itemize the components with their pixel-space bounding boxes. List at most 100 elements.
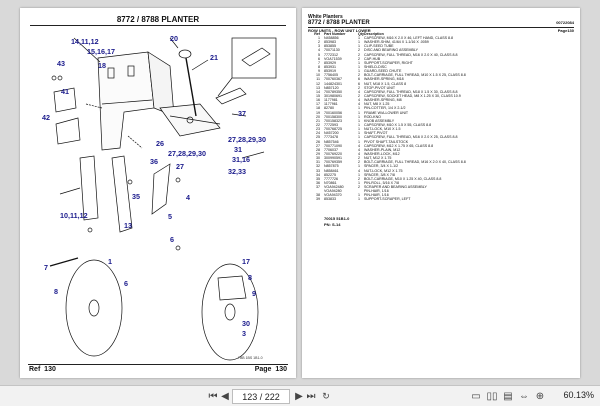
callout-label: 31: [234, 145, 242, 154]
zoom-icon[interactable]: ⊕: [535, 390, 545, 402]
parts-number: N857546: [324, 139, 339, 144]
parts-description: WASHER-LOCK, M12: [364, 151, 400, 156]
parts-table-header: Ref Part Number Qty Description: [308, 32, 574, 36]
lower-unit-frame: [97, 51, 155, 151]
parts-qty: 2: [358, 176, 360, 181]
parts-ref: 28: [316, 147, 320, 152]
parts-number: 700768725: [324, 127, 342, 132]
callout-label: 21: [210, 53, 218, 62]
parts-number: 853983: [324, 40, 336, 45]
model-title: 8772 / 8788 PLANTER: [308, 20, 370, 26]
parts-description: CAPSCREW, M16 X 2.0 X 46, LEFT HAND, CLA…: [364, 36, 454, 40]
parts-qty: 1: [358, 180, 360, 185]
parts-ref: 7: [318, 60, 320, 65]
parts-ref: 2: [318, 40, 320, 45]
pivot-shaft: [215, 87, 247, 105]
parts-ref: 35: [316, 176, 320, 181]
parts-description: CAPSCREW, SOCKET HEAD, M8 X 1.25 X 30, C…: [364, 93, 461, 98]
parts-description: BOLT-CARRIAGE, FULL THREAD, M10 X 1.5 X …: [364, 73, 466, 78]
viewer-toolbar: ⏮ ◀ 123 / 222 ▶ ⏭ ↻ ▭ ▯▯ ▤ ⇔ ⊕ 60.13%: [0, 385, 600, 406]
parts-number: 700789350: [324, 89, 342, 94]
callout-label: 1: [108, 257, 112, 266]
two-page-icon[interactable]: ▯▯: [486, 390, 498, 402]
parts-qty: 1: [358, 172, 360, 177]
parts-number: 7777726: [324, 176, 338, 181]
parts-description: NUT, M18 X 1.5, CLASS 8: [364, 81, 407, 86]
callout-label: 18: [98, 61, 106, 70]
rod-kno: [185, 57, 197, 117]
parts-ref: 36: [316, 180, 320, 185]
parts-ref: 14: [316, 89, 320, 94]
rotate-icon[interactable]: ↻: [322, 390, 330, 401]
parts-number: 7772593: [324, 122, 338, 127]
parts-number: N857875: [324, 164, 339, 169]
parts-qty: 1: [358, 36, 360, 40]
single-page-icon[interactable]: ▭: [471, 390, 481, 402]
parts-number: 7772312: [324, 52, 338, 57]
parts-qty: 6: [358, 77, 360, 82]
parts-ref: 38: [316, 193, 320, 198]
parts-ref: 20: [316, 114, 320, 119]
parts-description: NUT, M8 X 1.25: [364, 102, 390, 107]
parts-number: 700769359: [324, 160, 342, 165]
last-page-icon[interactable]: ⏭: [306, 390, 316, 402]
header-rule: [308, 27, 574, 28]
parts-description: DISC AND BEARING ASSEMBLY: [364, 48, 419, 53]
parts-ref: 1: [318, 36, 320, 40]
page-number-input[interactable]: 123 / 222: [232, 389, 290, 404]
parts-qty: 1: [358, 122, 360, 127]
first-page-icon[interactable]: ⏮: [208, 390, 218, 402]
callout-label: 7: [44, 263, 48, 272]
col-description: Description: [364, 32, 384, 36]
parts-qty: 1: [358, 131, 360, 136]
parts-ref: 34: [316, 172, 320, 177]
parts-number: 853919: [324, 69, 336, 74]
callout-label: 13: [124, 221, 132, 230]
parts-qty: 1: [358, 118, 360, 123]
parts-description: PIN-COTTER, 1/4 X 2-1/2: [364, 106, 406, 111]
parts-description: SUPPORT-SCRAPER, RIGHT: [364, 60, 413, 65]
parts-qty: 4: [358, 147, 360, 152]
next-page-icon[interactable]: ▶: [295, 390, 303, 402]
parts-description: WASHER-SPRING, M18: [364, 77, 404, 82]
parts-number: 853833: [324, 197, 336, 202]
parts-qty: 1: [358, 60, 360, 65]
zoom-level[interactable]: 60.13%: [563, 390, 594, 400]
parts-ref: 26: [316, 139, 320, 144]
pivot-arm: [159, 103, 221, 137]
footer-rule: [28, 364, 288, 365]
parts-ref: 33: [316, 168, 320, 173]
parts-number: 700760367: [324, 77, 342, 82]
callout-label: 6: [170, 235, 174, 244]
parts-qty: 1: [358, 135, 360, 140]
parts-number: 700771090: [324, 143, 342, 148]
footnote-code: 70015 51B1-0: [324, 216, 350, 221]
callout-label: 37: [238, 109, 246, 118]
parts-description: CAPSCREW, M10 X 1.5 X 55, CLASS 8.8: [364, 122, 432, 127]
parts-number: 7706037: [324, 147, 338, 152]
previous-page-icon[interactable]: ◀: [221, 390, 229, 402]
parts-number: N857120: [324, 85, 339, 90]
parts-description: SCRAPER AND BEARING ASSEMBLY: [364, 185, 427, 190]
parts-qty: 1: [358, 44, 360, 49]
fit-width-icon[interactable]: ⇔: [519, 390, 529, 402]
parts-ref: 16: [316, 98, 320, 103]
parts-qty: 4: [358, 168, 360, 173]
parts-description: PIVOT SHAFT-TAILSTOCK: [364, 139, 409, 144]
continuous-icon[interactable]: ▤: [503, 390, 513, 402]
callout-label: 27,28,29,30: [168, 149, 206, 158]
parts-qty: 1: [358, 193, 360, 198]
